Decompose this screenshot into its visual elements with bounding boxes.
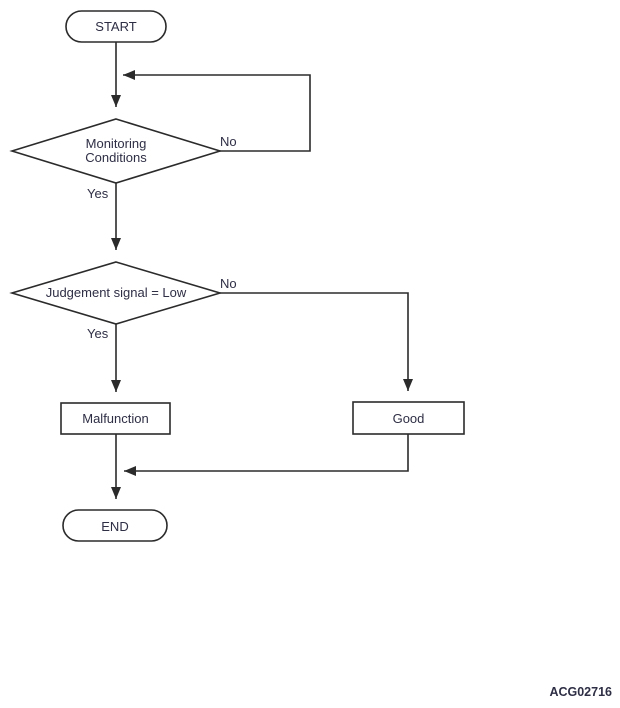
start-node-shape	[65, 10, 167, 43]
malfunction-node-label: Malfunction	[82, 411, 148, 426]
good-node-shape	[352, 401, 465, 435]
monitoring-yes-label: Yes	[87, 186, 109, 201]
monitoring-conditions-label-line1: Monitoring	[86, 136, 147, 151]
end-node-shape	[62, 509, 168, 542]
judgement-signal-label: Judgement signal = Low	[46, 285, 187, 300]
edge-good-to-merge	[124, 434, 409, 476]
monitoring-conditions-decision-shape	[9, 118, 223, 184]
judgement-no-label: No	[220, 276, 237, 291]
start-node-label: START	[95, 19, 136, 34]
monitoring-conditions-label-line2: Conditions	[85, 150, 147, 165]
monitoring-no-label: No	[220, 134, 237, 149]
figure-code-label: ACG02716	[549, 685, 612, 699]
end-node-label: END	[101, 519, 128, 534]
judgement-signal-decision-shape	[9, 261, 223, 325]
good-node-label: Good	[393, 411, 425, 426]
edge-monitoring-no-loop	[123, 70, 311, 152]
edge-judgement-no-to-good	[220, 292, 413, 391]
malfunction-node-shape	[60, 402, 171, 435]
judgement-yes-label: Yes	[87, 326, 109, 341]
